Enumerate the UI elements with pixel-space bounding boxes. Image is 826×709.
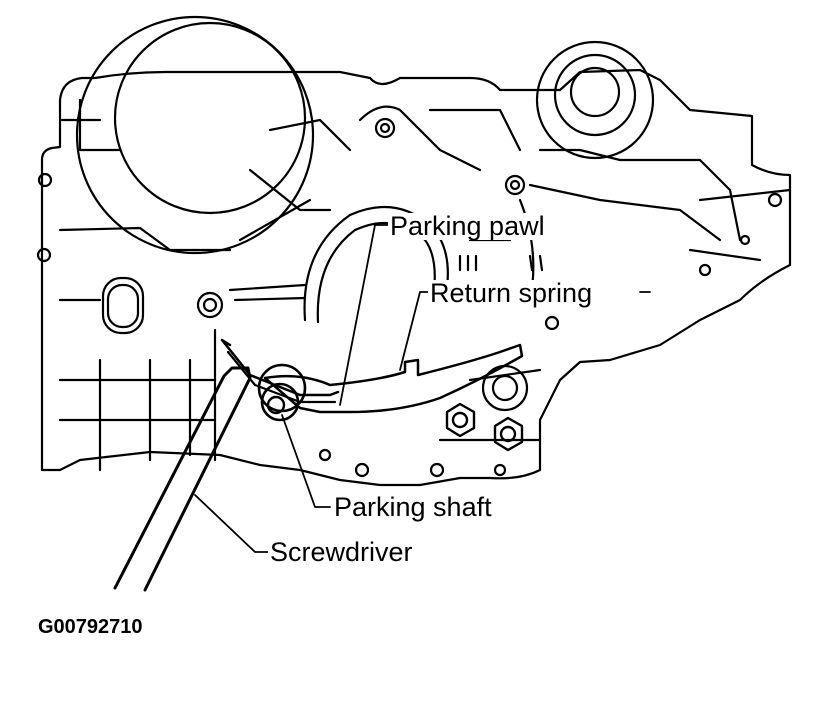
bolt-hole <box>544 315 560 331</box>
bore-large-outer <box>75 15 315 255</box>
bolt-hole <box>429 462 445 478</box>
bolt-hole <box>493 463 507 477</box>
bore-top-right-inner <box>569 66 621 118</box>
parking-pawl <box>263 343 524 414</box>
rib <box>248 168 332 212</box>
rib <box>233 296 307 302</box>
bore-center-outer <box>303 205 449 322</box>
rib <box>58 226 232 252</box>
pocket <box>106 283 140 329</box>
bolt-hole <box>767 192 783 208</box>
rib <box>238 198 312 242</box>
case-outline <box>40 68 792 487</box>
bore-large-inner <box>113 21 307 215</box>
rib <box>698 188 792 202</box>
bolt-hole <box>739 234 751 246</box>
label-parking-shaft: Parking shaft <box>332 492 494 522</box>
bolt-hole <box>354 462 370 478</box>
leader-parking-shaft <box>281 414 331 508</box>
leader-parking-pawl <box>339 224 389 406</box>
label-screwdriver: Screwdriver <box>268 537 415 567</box>
leader-return-spring <box>399 291 429 371</box>
label-return-spring: Return spring <box>428 278 595 308</box>
bolt-hole <box>202 297 218 313</box>
rib <box>428 108 522 152</box>
label-parking-pawl: Parking pawl <box>388 211 547 241</box>
rib <box>358 105 482 172</box>
pocket <box>101 276 145 335</box>
rib <box>528 183 722 242</box>
bolt-hole <box>318 448 332 462</box>
bore-center-inner <box>316 221 436 324</box>
parking-shaft <box>260 382 300 422</box>
bolt-hole <box>36 247 52 263</box>
hex-bolt <box>493 416 524 452</box>
bolt-hole <box>374 117 396 139</box>
rib <box>538 148 742 242</box>
bore-top-right-outer <box>535 40 655 160</box>
rib <box>268 118 352 152</box>
rib <box>228 283 307 292</box>
bolt-hole <box>196 291 224 319</box>
bolt-hole <box>504 174 526 196</box>
bolt-hole <box>509 179 521 191</box>
parking-shaft <box>266 395 286 415</box>
figure-id: G00792710 <box>38 616 143 638</box>
boss <box>491 374 519 402</box>
hex-bolt <box>445 402 476 438</box>
rib <box>688 248 762 262</box>
leader-screwdriver <box>194 494 269 553</box>
bore-top-right-mid <box>553 53 637 137</box>
hash-mark <box>458 254 478 272</box>
rib <box>78 98 122 152</box>
bolt-hole <box>379 122 391 134</box>
screwdriver <box>113 366 252 592</box>
bolt-hole <box>698 263 712 277</box>
hash-mark <box>528 254 544 272</box>
bolt-hole <box>37 172 53 188</box>
